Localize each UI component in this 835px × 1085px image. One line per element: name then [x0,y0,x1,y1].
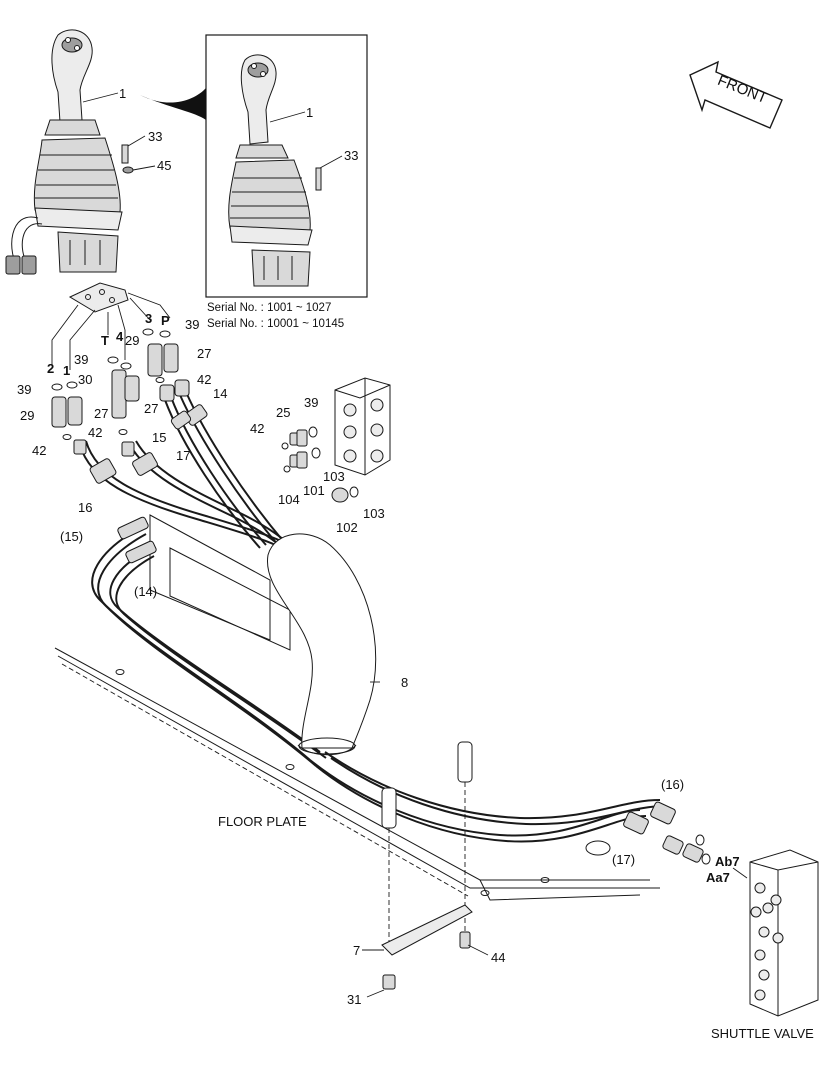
callout-17: 17 [176,448,190,463]
callout-16: (16) [661,777,684,792]
callout-14: 14 [213,386,227,401]
front-arrow-icon: FRONT [689,60,783,129]
callout-8: 8 [401,675,408,690]
callout-1: 1 [119,86,126,101]
callout-14: (14) [134,584,157,599]
joystick-port-plate [51,282,171,370]
callout-102: 102 [336,520,358,535]
joystick-main [5,29,123,275]
shuttle-valve [623,801,819,1017]
port-label-t: T [101,333,109,348]
protective-sleeve [267,533,377,756]
callout-42: 42 [88,425,102,440]
callout-103: 103 [323,469,345,484]
callout-31: 31 [347,992,361,1007]
callout-39: 39 [185,317,199,332]
callout-16: 16 [78,500,92,515]
floor-plate-caption: FLOOR PLATE [218,814,307,829]
mounting-bracket [381,741,473,990]
callout-27: 27 [197,346,211,361]
port-label-3: 3 [145,311,152,326]
pilot-valve-block [281,377,391,503]
callout-33: 33 [344,148,358,163]
callout-27: 27 [144,401,158,416]
callout-45: 45 [157,158,171,173]
callout-27: 27 [94,406,108,421]
port-label-ab7: Ab7 [715,854,740,869]
port-label-aa7: Aa7 [706,870,730,885]
callout-101: 101 [303,483,325,498]
callout-39: 39 [304,395,318,410]
floor-plate [54,514,660,901]
callout-29: 29 [20,408,34,423]
callout-42: 42 [197,372,211,387]
port-label-2: 2 [47,361,54,376]
callout-leaders [82,92,748,998]
callout-17: (17) [612,852,635,867]
callout-25: 25 [276,405,290,420]
callout-39: 39 [17,382,31,397]
serial-range-1: Serial No. : 1001 ~ 1027 [207,302,331,314]
callout-104: 104 [278,492,300,507]
callout-103: 103 [363,506,385,521]
callout-15: 15 [152,430,166,445]
callout-42: 42 [32,443,46,458]
callout-39: 39 [74,352,88,367]
callout-15: (15) [60,529,83,544]
shuttle-valve-caption: SHUTTLE VALVE [711,1026,814,1041]
callout-42: 42 [250,421,264,436]
callout-29: 29 [125,333,139,348]
callout-1: 1 [306,105,313,120]
port-label-p: P [161,313,170,328]
port-label-1: 1 [63,363,70,378]
callout-44: 44 [491,950,505,965]
serial-range-2: Serial No. : 10001 ~ 10145 [207,318,344,330]
callout-33: 33 [148,129,162,144]
port-label-4: 4 [116,329,124,344]
callout-30: 30 [78,372,92,387]
callout-7: 7 [353,943,360,958]
serial-inset-box: Serial No. : 1001 ~ 1027 Serial No. : 10… [140,34,368,330]
fittings-joystick-side [51,144,208,564]
